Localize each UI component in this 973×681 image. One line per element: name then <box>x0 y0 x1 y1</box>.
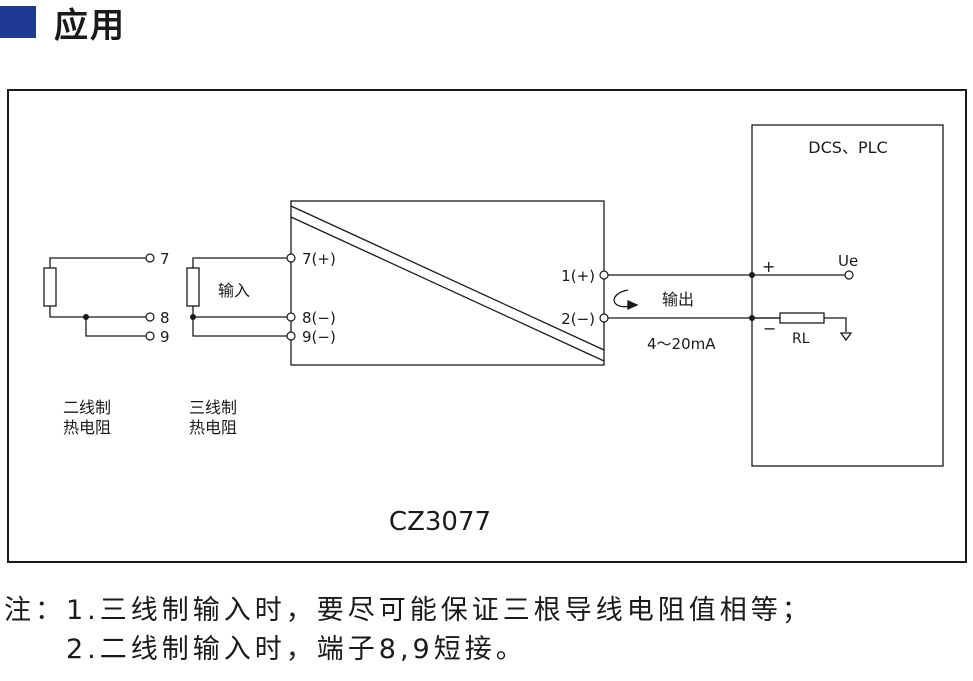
diagram-frame <box>7 89 967 563</box>
two-wire-label-line2: 热电阻 <box>63 418 111 437</box>
two-wire-terminal-8: 8 <box>160 309 170 327</box>
note-line-2: 2.二线制输入时，端子8,9短接。 <box>66 634 527 665</box>
module-diagonal-2 <box>290 216 605 362</box>
two-wire-resistor <box>43 267 57 307</box>
two-wire-terminal-7: 7 <box>160 250 170 268</box>
junction-dot <box>749 272 755 278</box>
two-wire-rtd <box>43 257 146 337</box>
minus-sign: − <box>763 319 776 338</box>
heading-marker <box>0 6 36 38</box>
module-output-1: 1(+) <box>561 267 595 285</box>
module-input-9: 9(−) <box>302 328 336 346</box>
load-resistor-rl <box>779 312 825 324</box>
dcs-plc-label: DCS、PLC <box>808 138 887 157</box>
two-wire-terminal-9: 9 <box>160 328 170 346</box>
junction-dot <box>190 314 196 320</box>
module-terminal-1 <box>599 270 609 280</box>
section-heading: 应用 <box>0 0 126 46</box>
module-diagonal-1 <box>290 205 605 351</box>
input-label: 输入 <box>218 281 250 300</box>
module-terminal-9 <box>286 331 296 341</box>
plus-sign: + <box>762 257 775 276</box>
junction-dot <box>83 314 89 320</box>
rl-label: RL <box>792 331 810 347</box>
transmitter-module <box>290 200 605 366</box>
module-input-8: 8(−) <box>302 309 336 327</box>
terminal-circle-8 <box>145 312 155 322</box>
output-label: 输出 <box>662 290 694 309</box>
three-wire-label-line1: 三线制 <box>189 398 237 417</box>
terminal-circle-7 <box>145 253 155 263</box>
current-loop-arrow <box>613 289 634 308</box>
ue-terminal <box>844 270 854 280</box>
ground-icon <box>839 332 853 342</box>
three-wire-resistor <box>186 267 200 307</box>
module-terminal-8 <box>286 312 296 322</box>
module-input-7: 7(+) <box>302 250 336 268</box>
module-terminal-2 <box>599 313 609 323</box>
ue-label: Ue <box>838 252 858 270</box>
model-label: CZ3077 <box>389 507 491 537</box>
module-terminal-7 <box>286 253 296 263</box>
terminal-circle-9 <box>145 331 155 341</box>
three-wire-label-line2: 热电阻 <box>189 418 237 437</box>
current-range: 4～20mA <box>647 335 716 353</box>
note-line-1: 注：1.三线制输入时，要尽可能保证三根导线电阻值相等； <box>4 595 813 626</box>
junction-dot <box>749 315 755 321</box>
two-wire-label-line1: 二线制 <box>63 398 111 417</box>
heading-title: 应用 <box>54 5 126 46</box>
dcs-plc-box <box>751 124 944 467</box>
module-output-2: 2(−) <box>561 310 595 328</box>
